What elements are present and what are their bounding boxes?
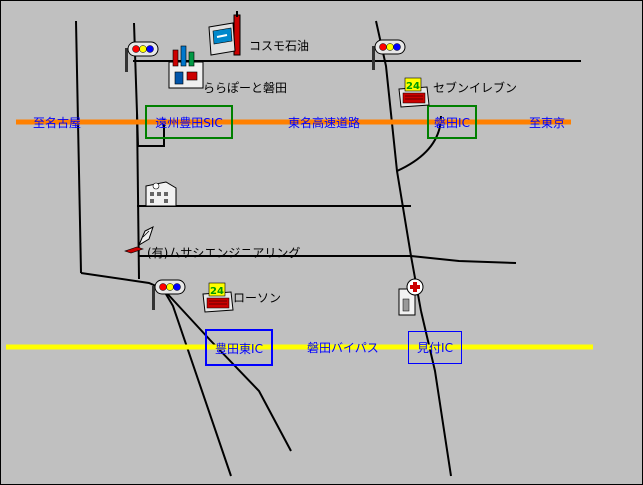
traffic-signal-icon bbox=[152, 279, 186, 310]
iwata-ic-label: 磐田IC bbox=[434, 116, 470, 130]
convenience-store-icon: 24 bbox=[202, 282, 234, 313]
convenience-store-icon: 24 bbox=[398, 77, 430, 108]
road bbox=[136, 112, 140, 280]
iwata-ic-box: 磐田IC bbox=[427, 105, 477, 139]
iwata-bypass-label: 磐田バイパス bbox=[307, 341, 379, 355]
cosmo-oil-label: コスモ石油 bbox=[249, 39, 310, 53]
lawson-label: ローソン bbox=[233, 291, 282, 305]
road bbox=[75, 20, 82, 274]
mitsuke-ic-box: 見付IC bbox=[408, 331, 462, 364]
factory-icon bbox=[124, 226, 154, 254]
shopping-mall-icon bbox=[168, 45, 204, 89]
road bbox=[162, 288, 292, 452]
musashi-engineering-label: (有)ムサシエンジニアリング bbox=[147, 246, 301, 260]
hospital-icon bbox=[398, 278, 424, 316]
mitsuke-ic-label: 見付IC bbox=[417, 341, 453, 355]
svg-text:24: 24 bbox=[210, 286, 224, 297]
road bbox=[410, 255, 517, 264]
traffic-signal-icon bbox=[125, 41, 159, 72]
lalaport-label: ららぽーと磐田 bbox=[203, 81, 288, 95]
to-nagoya-label: 至名古屋 bbox=[33, 116, 82, 130]
gas-station-icon bbox=[208, 11, 241, 56]
enshu-toyoda-sic-box: 遠州豊田SIC bbox=[145, 105, 233, 139]
building-icon bbox=[145, 181, 177, 207]
to-tokyo-label: 至東京 bbox=[529, 116, 566, 130]
enshu-toyoda-sic-label: 遠州豊田SIC bbox=[155, 116, 223, 130]
toyoda-higashi-ic-label: 豊田東IC bbox=[215, 342, 263, 356]
road bbox=[162, 288, 232, 477]
toyoda-higashi-ic-box: 豊田東IC bbox=[205, 329, 273, 366]
traffic-signal-icon bbox=[372, 39, 406, 70]
tomei-expressway-label: 東名高速道路 bbox=[288, 116, 361, 130]
svg-text:24: 24 bbox=[406, 81, 420, 92]
seven-eleven-label: セブンイレブン bbox=[433, 81, 518, 95]
